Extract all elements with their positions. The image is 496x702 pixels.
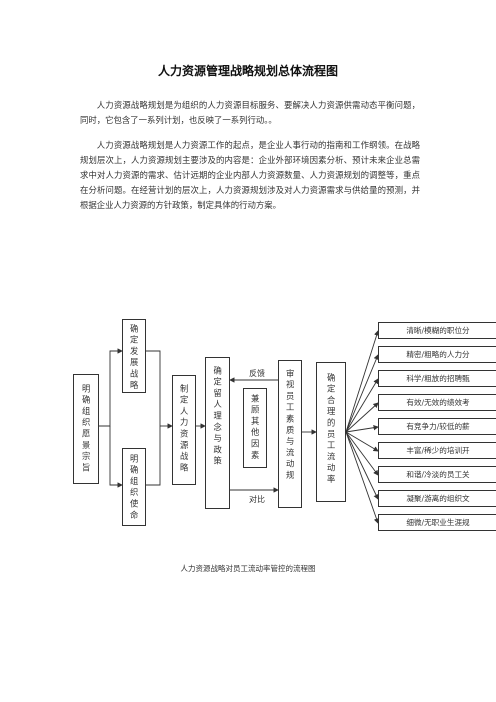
outcome-label: 和谐/冷淡的员工关	[406, 470, 470, 479]
outcome-box: 有效/无效的绩效考	[378, 394, 496, 411]
outcome-box: 精密/粗略的人力分	[378, 346, 496, 363]
outcome-label: 丰富/稀少的培训开	[406, 446, 470, 455]
development-box: 确定发展战略	[122, 319, 146, 393]
outcome-box: 和谐/冷淡的员工关	[378, 466, 496, 483]
outcome-label: 科学/粗放的招聘甄	[406, 374, 470, 383]
connector-vision-branch	[99, 348, 123, 427]
outcome-box: 丰富/稀少的培训开	[378, 442, 496, 459]
outcome-label: 凝聚/游离的组织文	[406, 494, 470, 503]
outcome-label: 有效/无效的绩效考	[406, 398, 470, 407]
connector-outcome-6	[345, 431, 379, 476]
outcome-label: 细微/无职业生涯规	[406, 518, 470, 527]
connector-outcome-5	[345, 431, 379, 452]
turnover-label: 确定合理的员工流动率	[326, 373, 337, 486]
document-title: 人力资源管理战略规划总体流程图	[157, 64, 338, 78]
outcome-box: 有竞争力/较低的薪	[378, 418, 496, 435]
review-label: 审视员工素质与流动规	[285, 369, 296, 482]
connector-vision-mission	[109, 426, 123, 488]
hr-strategy-box: 制定人力资源战略	[172, 375, 196, 485]
intro-paragraph: 人力资源战略规划是为组织的人力资源目标服务、要解决人力资源供需动态平衡问题，同时…	[80, 100, 420, 125]
connector-outcome-1	[345, 354, 379, 433]
concept-policy-label: 确定留人理念与政策	[212, 366, 223, 468]
connector-outcome-4	[345, 425, 379, 433]
connector-outcome-3	[345, 402, 379, 433]
vision-box: 明确组织愿景宗旨	[73, 374, 99, 484]
outcome-box: 凝聚/游离的组织文	[378, 490, 496, 507]
connector-outcome-0	[345, 330, 380, 433]
review-box: 审视员工素质与流动规	[278, 360, 302, 508]
connector-mission-out	[146, 426, 161, 486]
outcome-box: 科学/粗放的招聘甄	[378, 370, 496, 387]
body-paragraph: 人力资源战略规划是人力资源工作的起点，是企业人事行动的指南和工作纲领。在战略规划…	[80, 140, 420, 210]
connector-outcome-2	[345, 378, 379, 433]
factors-label: 兼顾其他因素	[250, 394, 261, 462]
turnover-box: 确定合理的员工流动率	[316, 362, 346, 502]
outcome-box: 细微/无职业生涯规	[378, 514, 496, 531]
connector-development-out	[146, 350, 161, 426]
connector-outcome-8	[345, 431, 380, 524]
compare-label: 对比	[249, 495, 265, 504]
feedback-label: 反馈	[249, 369, 265, 378]
mission-box: 明确组织使命	[122, 448, 146, 526]
outcome-box: 清晰/模糊的职位分	[378, 322, 496, 339]
mission-label: 明确组织使命	[129, 454, 140, 522]
outcome-label: 有竞争力/较低的薪	[406, 422, 470, 431]
hr-strategy-label: 制定人力资源战略	[179, 384, 190, 475]
factors-box: 兼顾其他因素	[243, 388, 267, 468]
outcome-label: 清晰/模糊的职位分	[406, 326, 470, 335]
concept-policy-box: 确定留人理念与政策	[205, 357, 230, 509]
outcome-label: 精密/粗略的人力分	[406, 350, 470, 359]
development-label: 确定发展战略	[129, 324, 140, 392]
connector-outcome-7	[345, 431, 379, 500]
vision-label: 明确组织愿景宗旨	[81, 383, 92, 475]
flowchart-caption: 人力资源战略对员工流动率管控的流程图	[180, 564, 316, 573]
